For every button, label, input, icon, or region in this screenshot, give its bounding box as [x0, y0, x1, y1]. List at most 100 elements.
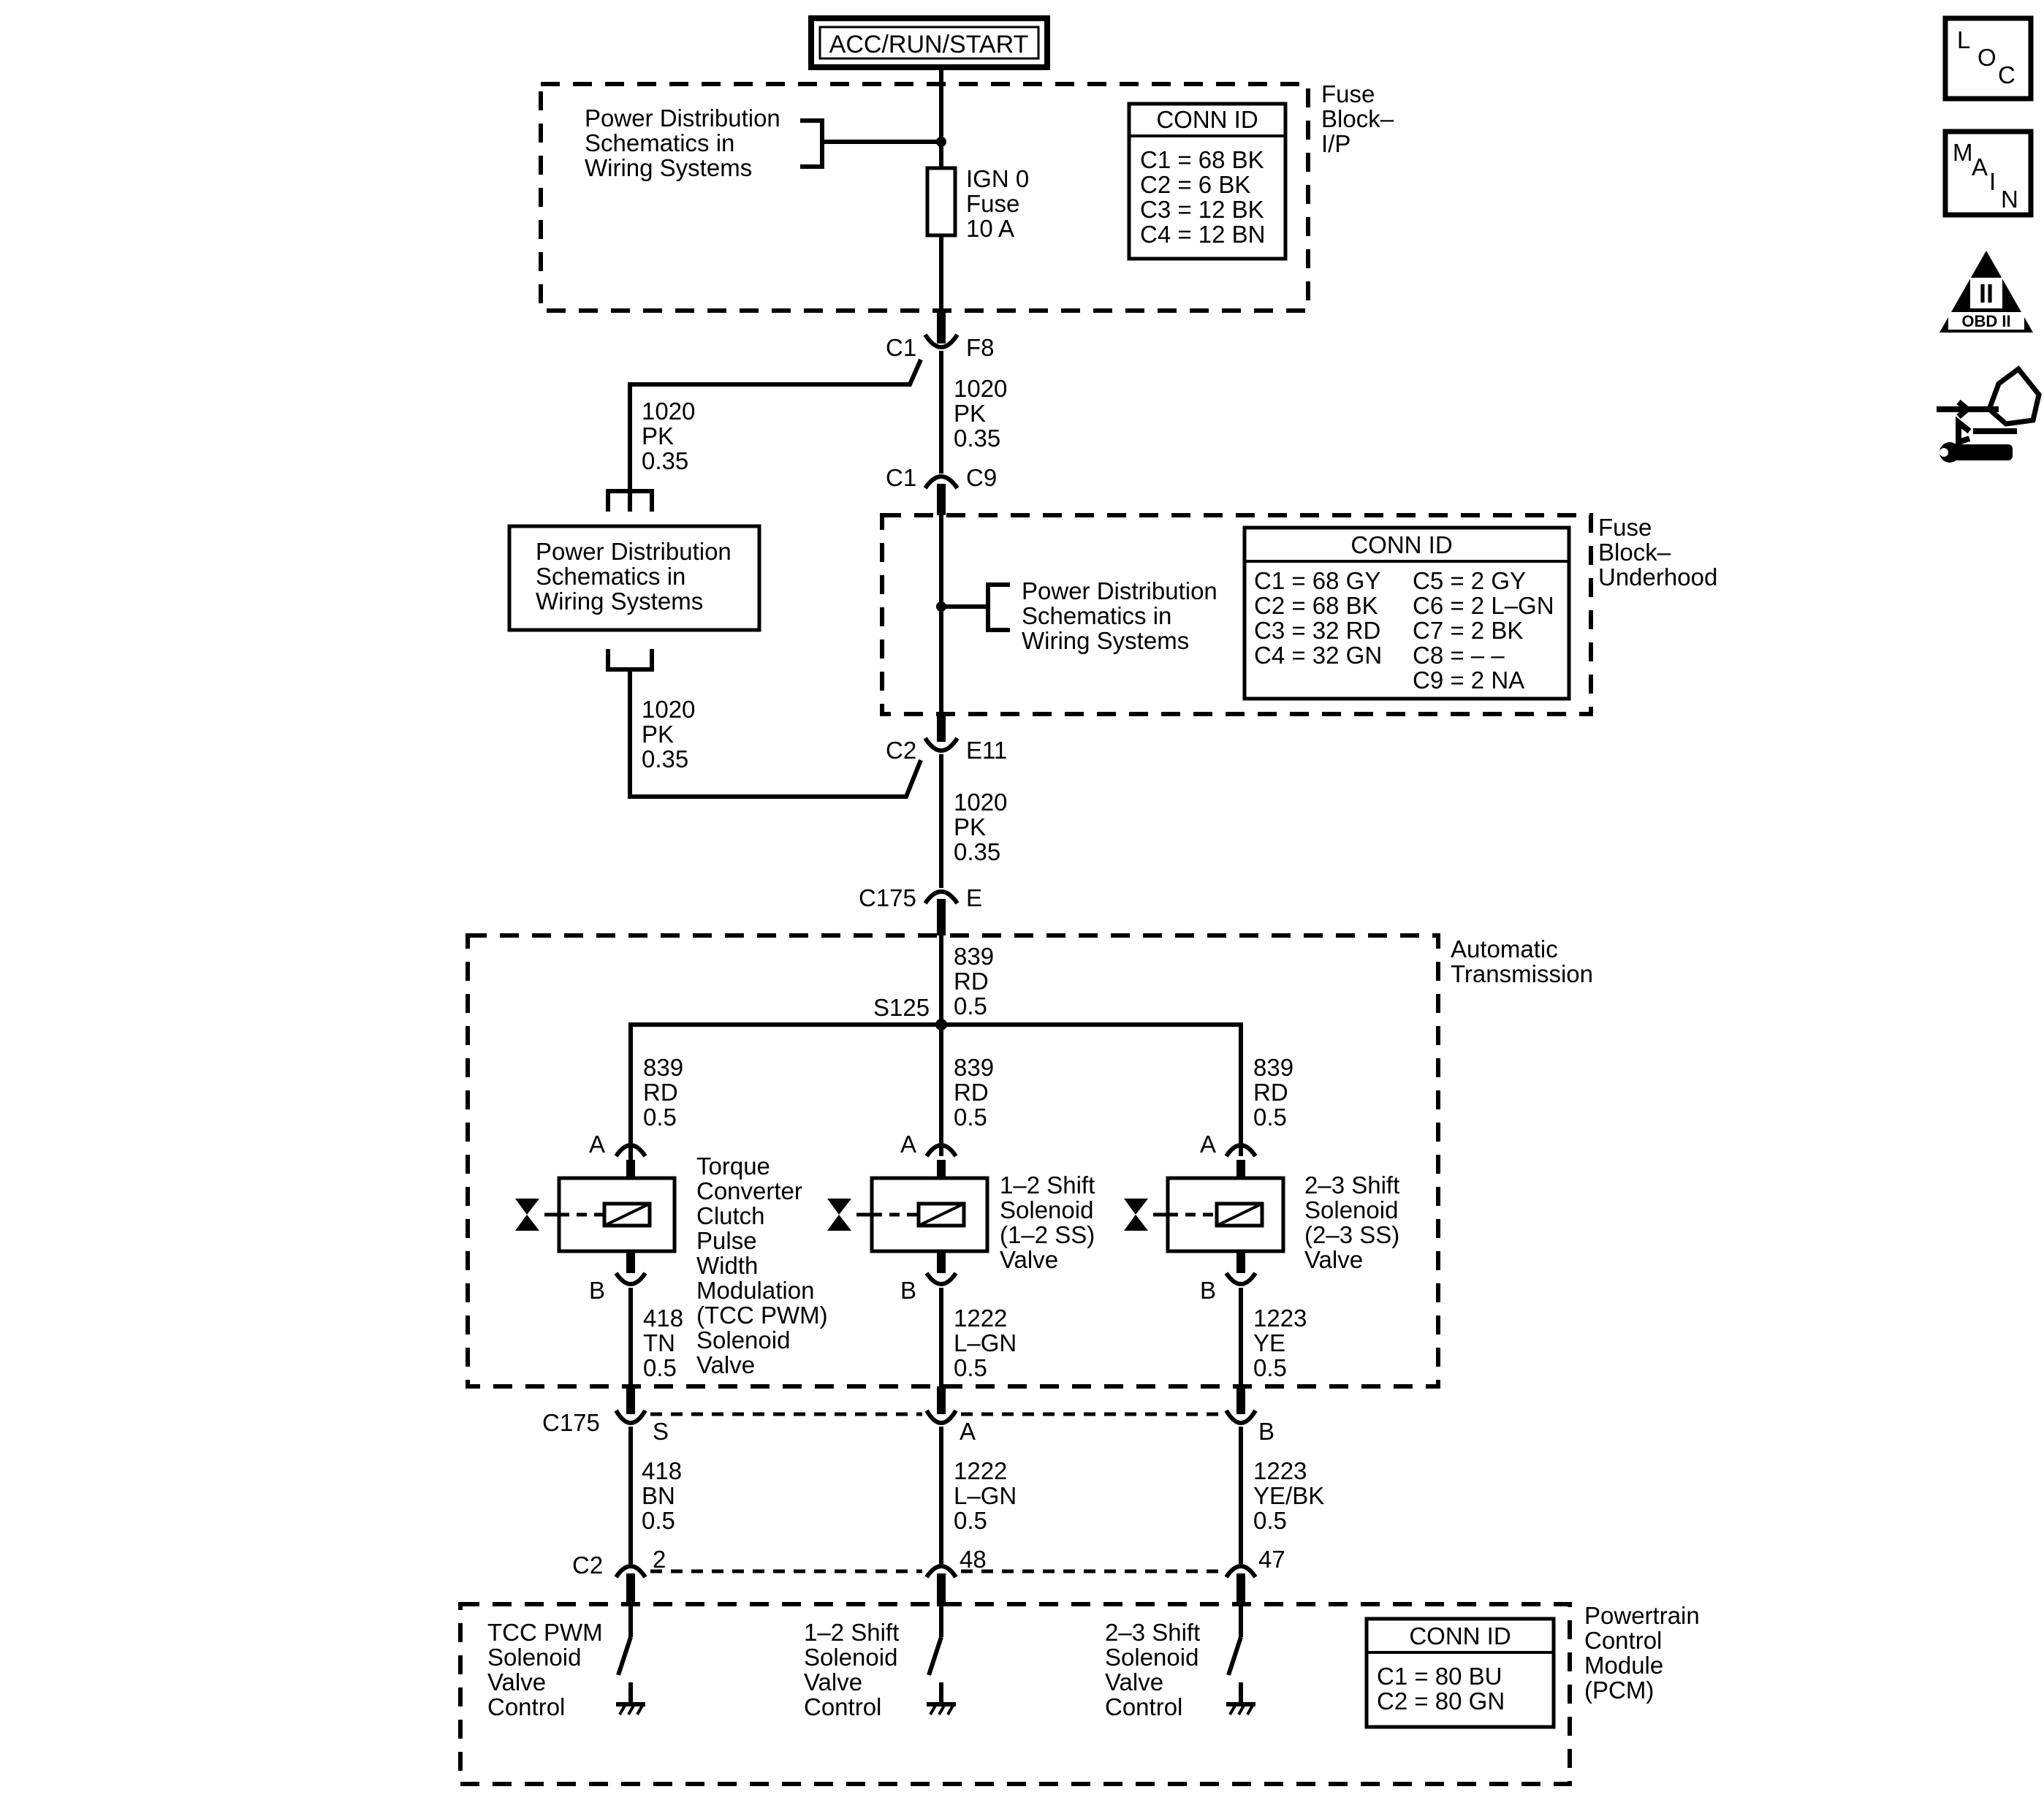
svg-text:47: 47 [1258, 1546, 1285, 1573]
svg-text:N: N [2001, 186, 2018, 213]
connector-c175-lower: C175 S A B [542, 1386, 1274, 1564]
svg-text:PK: PK [642, 422, 674, 449]
svg-text:0.5: 0.5 [1253, 1507, 1287, 1534]
svg-text:1222: 1222 [954, 1305, 1007, 1332]
tcc-pin-b-label: B [589, 1277, 605, 1304]
svg-text:0.5: 0.5 [954, 1507, 987, 1534]
svg-text:TN: TN [643, 1329, 675, 1356]
automatic-transmission: Automatic Transmission [466, 933, 1593, 1389]
svg-text:418: 418 [642, 1457, 682, 1484]
svg-text:C2 = 68 BK: C2 = 68 BK [1254, 592, 1378, 619]
svg-text:I: I [1989, 168, 1996, 195]
svg-text:0.5: 0.5 [1253, 1354, 1287, 1381]
svg-text:C4 = 32 GN: C4 = 32 GN [1254, 642, 1382, 669]
wire-label-1222-upper: 1222 L–GN 0.5 [954, 1305, 1017, 1381]
connector-c1-label: C1 [886, 334, 916, 361]
svg-text:II: II [1979, 278, 1994, 308]
svg-text:I/P: I/P [1321, 130, 1350, 157]
conn-id-table-pcm: CONN ID C1 = 80 BU C2 = 80 GN [1364, 1617, 1556, 1729]
connector-c2-pcm: C2 2 48 47 [572, 1546, 1285, 1606]
conn-id-table-underhood: CONN ID C1 = 68 GY C2 = 68 BK C3 = 32 RD… [1242, 525, 1571, 701]
svg-text:C3 = 32 RD: C3 = 32 RD [1254, 617, 1380, 644]
svg-text:Module: Module [1584, 1652, 1663, 1679]
ss12-control-label: 1–2 Shift Solenoid Valve Control [804, 1619, 899, 1720]
svg-text:Solenoid: Solenoid [1000, 1196, 1093, 1223]
svg-text:Schematics in: Schematics in [585, 129, 734, 156]
svg-text:Solenoid: Solenoid [1105, 1644, 1198, 1671]
powertrain-control-module: Powertrain Control Module (PCM) CONN ID … [458, 1602, 1700, 1786]
svg-text:C6 = 2 L–GN: C6 = 2 L–GN [1413, 592, 1554, 619]
splice-s125: S125 [628, 994, 1243, 1156]
svg-text:1223: 1223 [1253, 1305, 1307, 1332]
svg-text:418: 418 [643, 1305, 683, 1332]
shift-solenoid-2-3-label: 2–3 Shift Solenoid (2–3 SS) Valve [1304, 1172, 1399, 1273]
ss23-control-switch [1226, 1606, 1255, 1715]
svg-text:CONN ID: CONN ID [1350, 531, 1452, 558]
svg-text:1020: 1020 [642, 696, 695, 723]
bypass-loop-wire [606, 358, 923, 799]
svg-text:0.35: 0.35 [642, 447, 688, 474]
svg-text:B: B [1258, 1418, 1274, 1445]
svg-text:Torque: Torque [696, 1153, 770, 1180]
svg-text:CONN ID: CONN ID [1156, 106, 1258, 133]
svg-text:1020: 1020 [954, 375, 1007, 402]
svg-text:2–3 Shift: 2–3 Shift [1105, 1619, 1200, 1646]
svg-text:Valve: Valve [1304, 1246, 1363, 1273]
svg-text:PK: PK [954, 813, 986, 840]
svg-text:PK: PK [642, 721, 674, 748]
power-source-label: ACC/RUN/START [808, 15, 1050, 70]
main-icon[interactable]: M A I N [1942, 129, 2034, 218]
wire-label-418-bn: 418 BN 0.5 [642, 1457, 682, 1534]
svg-text:48: 48 [960, 1546, 987, 1573]
svg-text:1222: 1222 [954, 1457, 1007, 1484]
svg-text:(1–2 SS): (1–2 SS) [1000, 1221, 1095, 1248]
svg-text:Valve: Valve [487, 1668, 546, 1696]
svg-text:Powertrain: Powertrain [1584, 1602, 1700, 1629]
shift-solenoid-1-2-label: 1–2 Shift Solenoid (1–2 SS) Valve [1000, 1172, 1095, 1273]
svg-text:RD: RD [954, 968, 989, 995]
svg-text:C4 = 12 BN: C4 = 12 BN [1140, 221, 1266, 248]
connector-e-label: E [966, 884, 982, 911]
svg-text:Wiring Systems: Wiring Systems [536, 588, 703, 615]
wire-label-1020-left-1: 1020 PK 0.35 [642, 398, 695, 474]
svg-text:C: C [1998, 61, 2015, 88]
tcc-pwm-solenoid-label: Torque Converter Clutch Pulse Width Modu… [696, 1153, 828, 1378]
svg-text:YE: YE [1253, 1329, 1285, 1356]
svg-text:1–2 Shift: 1–2 Shift [1000, 1172, 1095, 1199]
wire-label-1222-lower: 1222 L–GN 0.5 [954, 1457, 1017, 1534]
svg-text:0.5: 0.5 [643, 1104, 677, 1131]
svg-text:Fuse: Fuse [1598, 514, 1652, 541]
svg-text:Automatic: Automatic [1451, 935, 1558, 963]
svg-text:IGN 0: IGN 0 [966, 165, 1029, 192]
connector-tool-icon[interactable] [1937, 365, 2042, 463]
connector-e11-label: E11 [966, 737, 1007, 764]
svg-text:0.5: 0.5 [642, 1507, 675, 1534]
power-distribution-reference-underhood: Power Distribution Schematics in Wiring … [936, 577, 1217, 654]
svg-text:M: M [1953, 139, 1973, 166]
svg-text:839: 839 [954, 1054, 994, 1081]
svg-text:0.5: 0.5 [643, 1354, 677, 1381]
svg-text:0.35: 0.35 [642, 745, 688, 772]
svg-text:BN: BN [642, 1482, 675, 1509]
svg-text:0.5: 0.5 [954, 992, 987, 1020]
wire-label-839-main: 839 RD 0.5 [954, 943, 994, 1020]
svg-text:CONN ID: CONN ID [1409, 1622, 1511, 1649]
svg-text:TCC PWM: TCC PWM [487, 1619, 603, 1646]
svg-text:(TCC PWM): (TCC PWM) [696, 1302, 828, 1329]
svg-text:RD: RD [1253, 1079, 1288, 1106]
wire-label-418-tn: 418 TN 0.5 [643, 1305, 683, 1381]
loc-icon[interactable]: L O C [1942, 15, 2034, 102]
svg-text:839: 839 [643, 1054, 683, 1081]
shift-solenoid-2-3: A B 2–3 Shift Solenoid (2–3 SS) Valve [1124, 1131, 1399, 1397]
svg-text:Schematics in: Schematics in [536, 563, 685, 590]
svg-text:S125: S125 [873, 994, 930, 1021]
svg-text:839: 839 [1253, 1054, 1293, 1081]
connector-f8-label: F8 [966, 334, 995, 361]
svg-text:(PCM): (PCM) [1584, 1677, 1654, 1704]
ss12-pin-a-label: A [900, 1131, 916, 1158]
svg-text:Solenoid: Solenoid [804, 1644, 897, 1671]
obd-ii-icon[interactable]: II OBD II [1939, 251, 2033, 333]
svg-text:Modulation: Modulation [696, 1277, 814, 1304]
svg-text:Power Distribution: Power Distribution [536, 538, 732, 565]
